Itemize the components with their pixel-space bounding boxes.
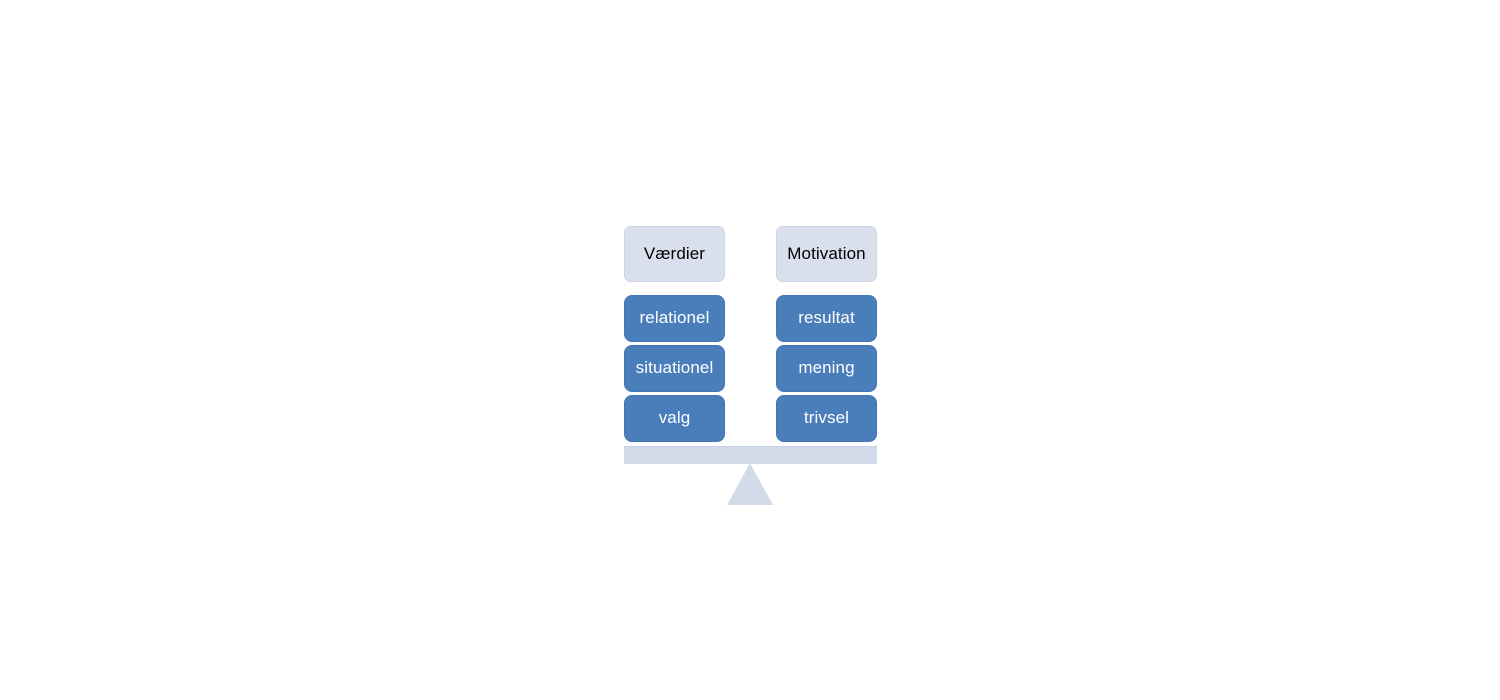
right-pan-item-3[interactable]: trivsel <box>776 395 877 442</box>
left-pan-item-3-label: valg <box>658 408 691 428</box>
right-pan-item-2[interactable]: mening <box>776 345 877 392</box>
left-pan-item-3[interactable]: valg <box>624 395 725 442</box>
left-pan-item-2-label: situationel <box>635 358 714 378</box>
left-pan-item-2[interactable]: situationel <box>624 345 725 392</box>
right-pan-header-box[interactable]: Motivation <box>776 226 877 282</box>
right-pan-item-1-label: resultat <box>798 308 855 328</box>
right-pan-item-2-label: mening <box>798 358 855 378</box>
scale-fulcrum-triangle-icon <box>727 463 773 505</box>
left-pan-header-box[interactable]: Værdier <box>624 226 725 282</box>
right-pan-header-label: Motivation <box>787 243 866 263</box>
scale-beam <box>624 446 877 464</box>
left-pan-column: Værdier relationel situationel valg <box>624 226 725 443</box>
right-pan-item-3-label: trivsel <box>803 408 850 428</box>
balance-scale-diagram: Værdier relationel situationel valg Moti… <box>624 226 877 506</box>
right-pan-column: Motivation resultat mening trivsel <box>776 226 877 443</box>
left-pan-header-label: Værdier <box>643 243 706 263</box>
left-pan-item-1[interactable]: relationel <box>624 295 725 342</box>
left-pan-item-1-label: relationel <box>639 308 710 328</box>
right-pan-item-1[interactable]: resultat <box>776 295 877 342</box>
scale-pans: Værdier relationel situationel valg Moti… <box>624 226 877 443</box>
